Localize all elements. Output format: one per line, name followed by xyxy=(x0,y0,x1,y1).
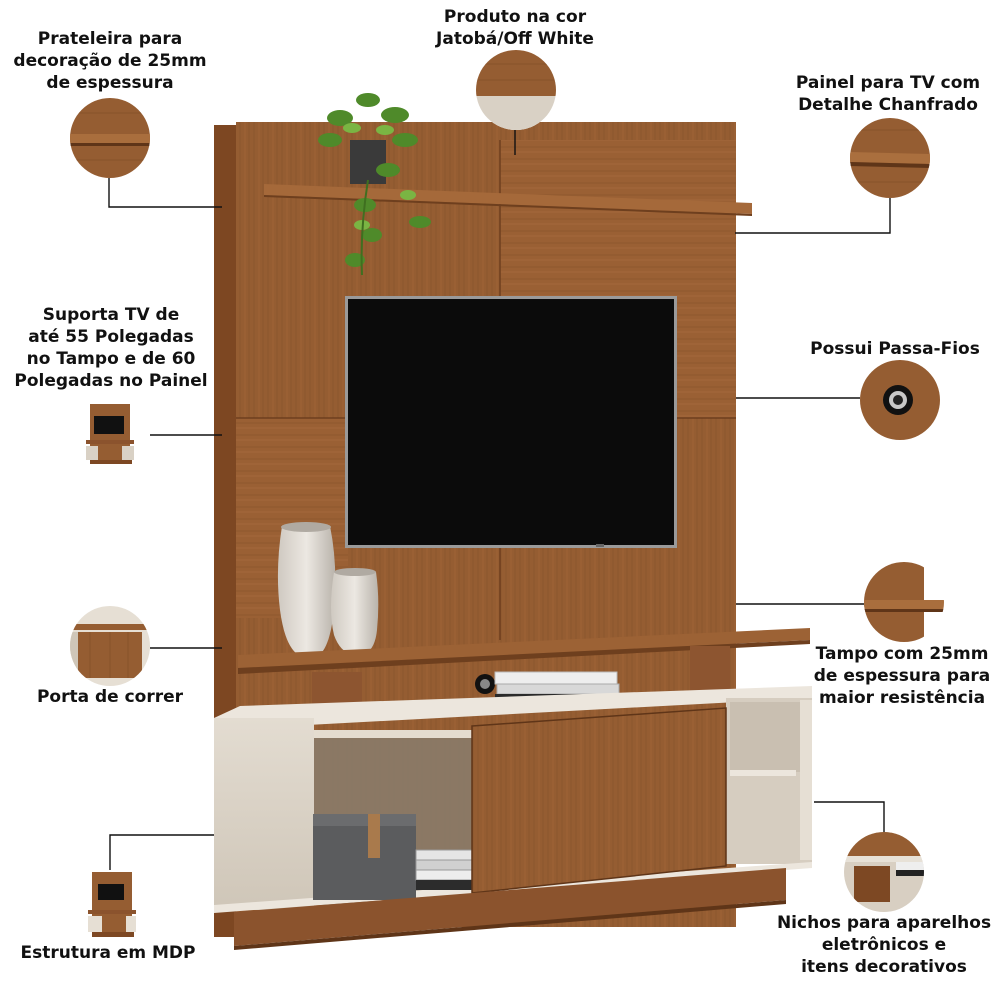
structure-thumbnail-icon xyxy=(86,870,138,940)
caption-line: Painel para TV com xyxy=(795,73,981,93)
cable-hole-icon xyxy=(860,360,940,440)
caption-line: Porta de correr xyxy=(36,687,184,707)
base-plinth xyxy=(234,868,786,950)
caption-passa-fios: Possui Passa-Fios xyxy=(800,338,990,360)
caption-suporta-tv: Suporta TV de até 55 Polegadas no Tampo … xyxy=(6,304,216,392)
caption-line: de espessura para xyxy=(813,666,991,686)
caption-line: Nichos para aparelhos xyxy=(776,913,992,933)
caption-line: Prateleira para xyxy=(37,29,183,49)
top-shelf xyxy=(264,184,752,216)
caption-line: até 55 Polegadas xyxy=(28,327,194,347)
niche-books xyxy=(415,849,473,890)
caption-line: Tampo com 25mm xyxy=(815,644,989,664)
caption-porta-correr: Porta de correr xyxy=(20,686,200,708)
caption-line: maior resistência xyxy=(818,688,986,708)
caption-painel-tv: Painel para TV com Detalhe Chanfrado xyxy=(780,72,996,116)
caption-line: Polegadas no Painel xyxy=(14,371,208,391)
caption-line: Detalhe Chanfrado xyxy=(798,95,978,115)
caption-line: Suporta TV de xyxy=(42,305,180,325)
chamfer-detail-icon xyxy=(850,118,930,198)
stand-thumbnail-icon xyxy=(84,402,136,466)
caption-line: de espessura xyxy=(46,73,174,93)
tabletop xyxy=(238,628,810,720)
storage-box xyxy=(313,814,416,900)
caption-line: decoração de 25mm xyxy=(13,51,207,71)
caption-produto-cor: Produto na cor Jatobá/Off White xyxy=(410,6,620,50)
caption-line: eletrônicos e xyxy=(821,935,947,955)
caption-line: Produto na cor xyxy=(443,7,587,27)
caption-line: itens decorativos xyxy=(801,957,967,977)
caption-line: no Tampo e de 60 xyxy=(26,349,196,369)
leader-lines xyxy=(108,128,891,870)
caption-line: Possui Passa-Fios xyxy=(810,339,980,359)
caption-nichos: Nichos para aparelhos eletrônicos e iten… xyxy=(770,912,998,978)
color-swatch-icon xyxy=(476,50,556,130)
shelf-detail-icon xyxy=(70,98,150,178)
caption-prateleira: Prateleira para decoração de 25mm de esp… xyxy=(4,28,216,94)
niche-detail-icon xyxy=(844,832,924,912)
vases xyxy=(277,522,379,656)
sliding-door xyxy=(471,707,727,894)
caption-estrutura: Estrutura em MDP xyxy=(10,942,206,964)
caption-line: Jatobá/Off White xyxy=(436,29,594,49)
potted-plant xyxy=(318,93,431,276)
tabletop-detail-icon xyxy=(864,562,944,642)
caption-line: Estrutura em MDP xyxy=(20,943,196,963)
sliding-door-icon xyxy=(70,606,150,686)
television xyxy=(345,296,677,548)
caption-tampo: Tampo com 25mm de espessura para maior r… xyxy=(806,643,998,709)
